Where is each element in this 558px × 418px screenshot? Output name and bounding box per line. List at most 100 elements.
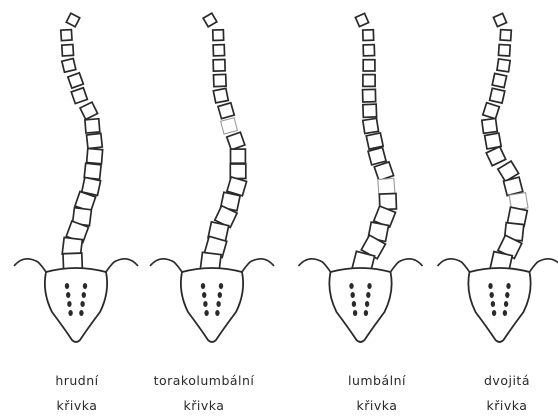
sacral-foramen (364, 310, 368, 316)
vertebra (218, 103, 234, 119)
vertebra (497, 59, 510, 72)
vertebra (503, 177, 522, 195)
sacral-foramen (82, 292, 86, 298)
sacral-foramen (218, 292, 222, 298)
vertebra (483, 103, 500, 119)
sacral-foramen (349, 283, 353, 289)
sacral-foramen (366, 292, 370, 298)
pelvis-right-line (391, 259, 423, 272)
sacrum (181, 268, 243, 342)
sacral-foramen (351, 292, 355, 298)
vertebra (62, 58, 76, 72)
vertebra (493, 13, 506, 26)
vertebra (85, 119, 100, 133)
sacral-foramen (204, 310, 208, 316)
vertebra (71, 88, 87, 104)
label-line-1: hrudní (7, 368, 147, 393)
sacral-foramen (202, 292, 206, 298)
sacral-foramen (490, 292, 494, 298)
sacral-foramen (65, 283, 69, 289)
vertebra (84, 163, 101, 179)
sacral-foramen (503, 310, 507, 316)
vertebra (213, 45, 224, 56)
pelvis-right-line (242, 259, 274, 272)
sacrum (329, 268, 391, 342)
sacral-foramen (488, 283, 492, 289)
label-line-2: křivka (437, 393, 558, 418)
sacral-foramen (352, 301, 356, 307)
vertebra (80, 102, 98, 119)
label-line-2: křivka (7, 393, 147, 418)
pelvis-left-line (14, 259, 46, 272)
vertebra (355, 13, 368, 26)
vertebra (231, 149, 246, 163)
vertebra (363, 75, 375, 87)
sacral-foramen (68, 310, 72, 316)
vertebra (363, 60, 375, 71)
vertebra (363, 45, 374, 56)
vertebra (498, 44, 510, 56)
label-thoracolumbar-curve: torakolumbální křivka (134, 368, 274, 418)
pelvis-right-line (530, 259, 558, 272)
sacrum (45, 268, 107, 342)
sacral-foramen (219, 283, 223, 289)
label-double-curve: dvojitá křivka (437, 368, 558, 418)
pelvis-right-line (106, 259, 138, 272)
vertebra (363, 104, 377, 117)
vertebra (363, 30, 374, 41)
sacral-foramen (505, 292, 509, 298)
sacral-foramen (215, 310, 219, 316)
sacral-foramen (83, 283, 87, 289)
spine-panel-thoracolumbar (150, 13, 274, 342)
vertebra (366, 133, 383, 149)
label-line-1: dvojitá (437, 368, 558, 393)
vertebra (213, 60, 225, 72)
pelvis-left-line (150, 259, 182, 272)
vertebra (368, 147, 386, 164)
sacral-foramen (67, 301, 71, 307)
vertebra (363, 118, 379, 133)
label-line-1: torakolumbální (134, 368, 274, 393)
sacral-foramen (491, 301, 495, 307)
vertebra (61, 30, 72, 41)
vertebra (68, 73, 83, 88)
vertebra (230, 164, 246, 179)
spine-panel-thoracic (14, 13, 138, 342)
vertebra (66, 13, 79, 26)
sacral-foramen (506, 283, 510, 289)
sacral-foramen (365, 301, 369, 307)
vertebra (203, 13, 217, 27)
vertebra (374, 162, 393, 181)
sacrum (468, 268, 530, 342)
vertebra (227, 132, 245, 150)
sacral-foramen (367, 283, 371, 289)
vertebra (500, 30, 511, 41)
vertebra (490, 88, 505, 103)
vertebra (213, 88, 228, 103)
label-line-2: křivka (134, 393, 274, 418)
vertebra (213, 74, 226, 86)
vertebra (492, 73, 506, 87)
sacral-foramen (80, 301, 84, 307)
sacral-foramen (492, 310, 496, 316)
spine-panel-lumbar (299, 13, 423, 342)
pelvis-left-line (438, 259, 470, 272)
sacral-foramen (79, 310, 83, 316)
vertebra (87, 149, 103, 164)
label-line-2: křivka (307, 393, 447, 418)
sacral-foramen (201, 283, 205, 289)
vertebra (378, 178, 395, 194)
spine-panel-double (438, 13, 558, 342)
vertebra (213, 30, 224, 41)
sacral-foramen (203, 301, 207, 307)
sacral-foramen (504, 301, 508, 307)
vertebra (87, 133, 103, 148)
vertebra (363, 89, 376, 102)
pelvis-left-line (299, 259, 331, 272)
vertebra (482, 118, 497, 133)
sacral-foramen (66, 292, 70, 298)
label-thoracic-curve: hrudní křivka (7, 368, 147, 418)
sacral-foramen (216, 301, 220, 307)
sacral-foramen (353, 310, 357, 316)
